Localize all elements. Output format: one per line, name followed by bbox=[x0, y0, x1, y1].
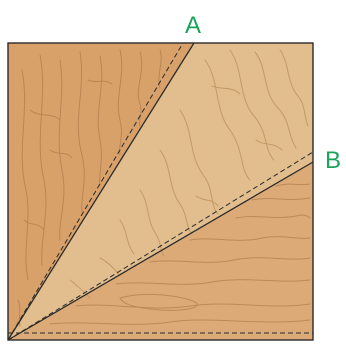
wood-panel-middle bbox=[8, 43, 313, 340]
wood-grain-middle bbox=[69, 49, 309, 299]
wood-grain-left bbox=[17, 49, 162, 327]
panel-border bbox=[7, 42, 314, 341]
seam-line-b bbox=[7, 151, 314, 341]
wood-grain-bottom bbox=[49, 183, 311, 325]
label-a: A bbox=[185, 12, 201, 39]
seam-line-a bbox=[7, 42, 184, 341]
cut-line-b bbox=[7, 161, 314, 341]
cut-line-a bbox=[7, 42, 195, 341]
label-b: B bbox=[325, 147, 341, 174]
